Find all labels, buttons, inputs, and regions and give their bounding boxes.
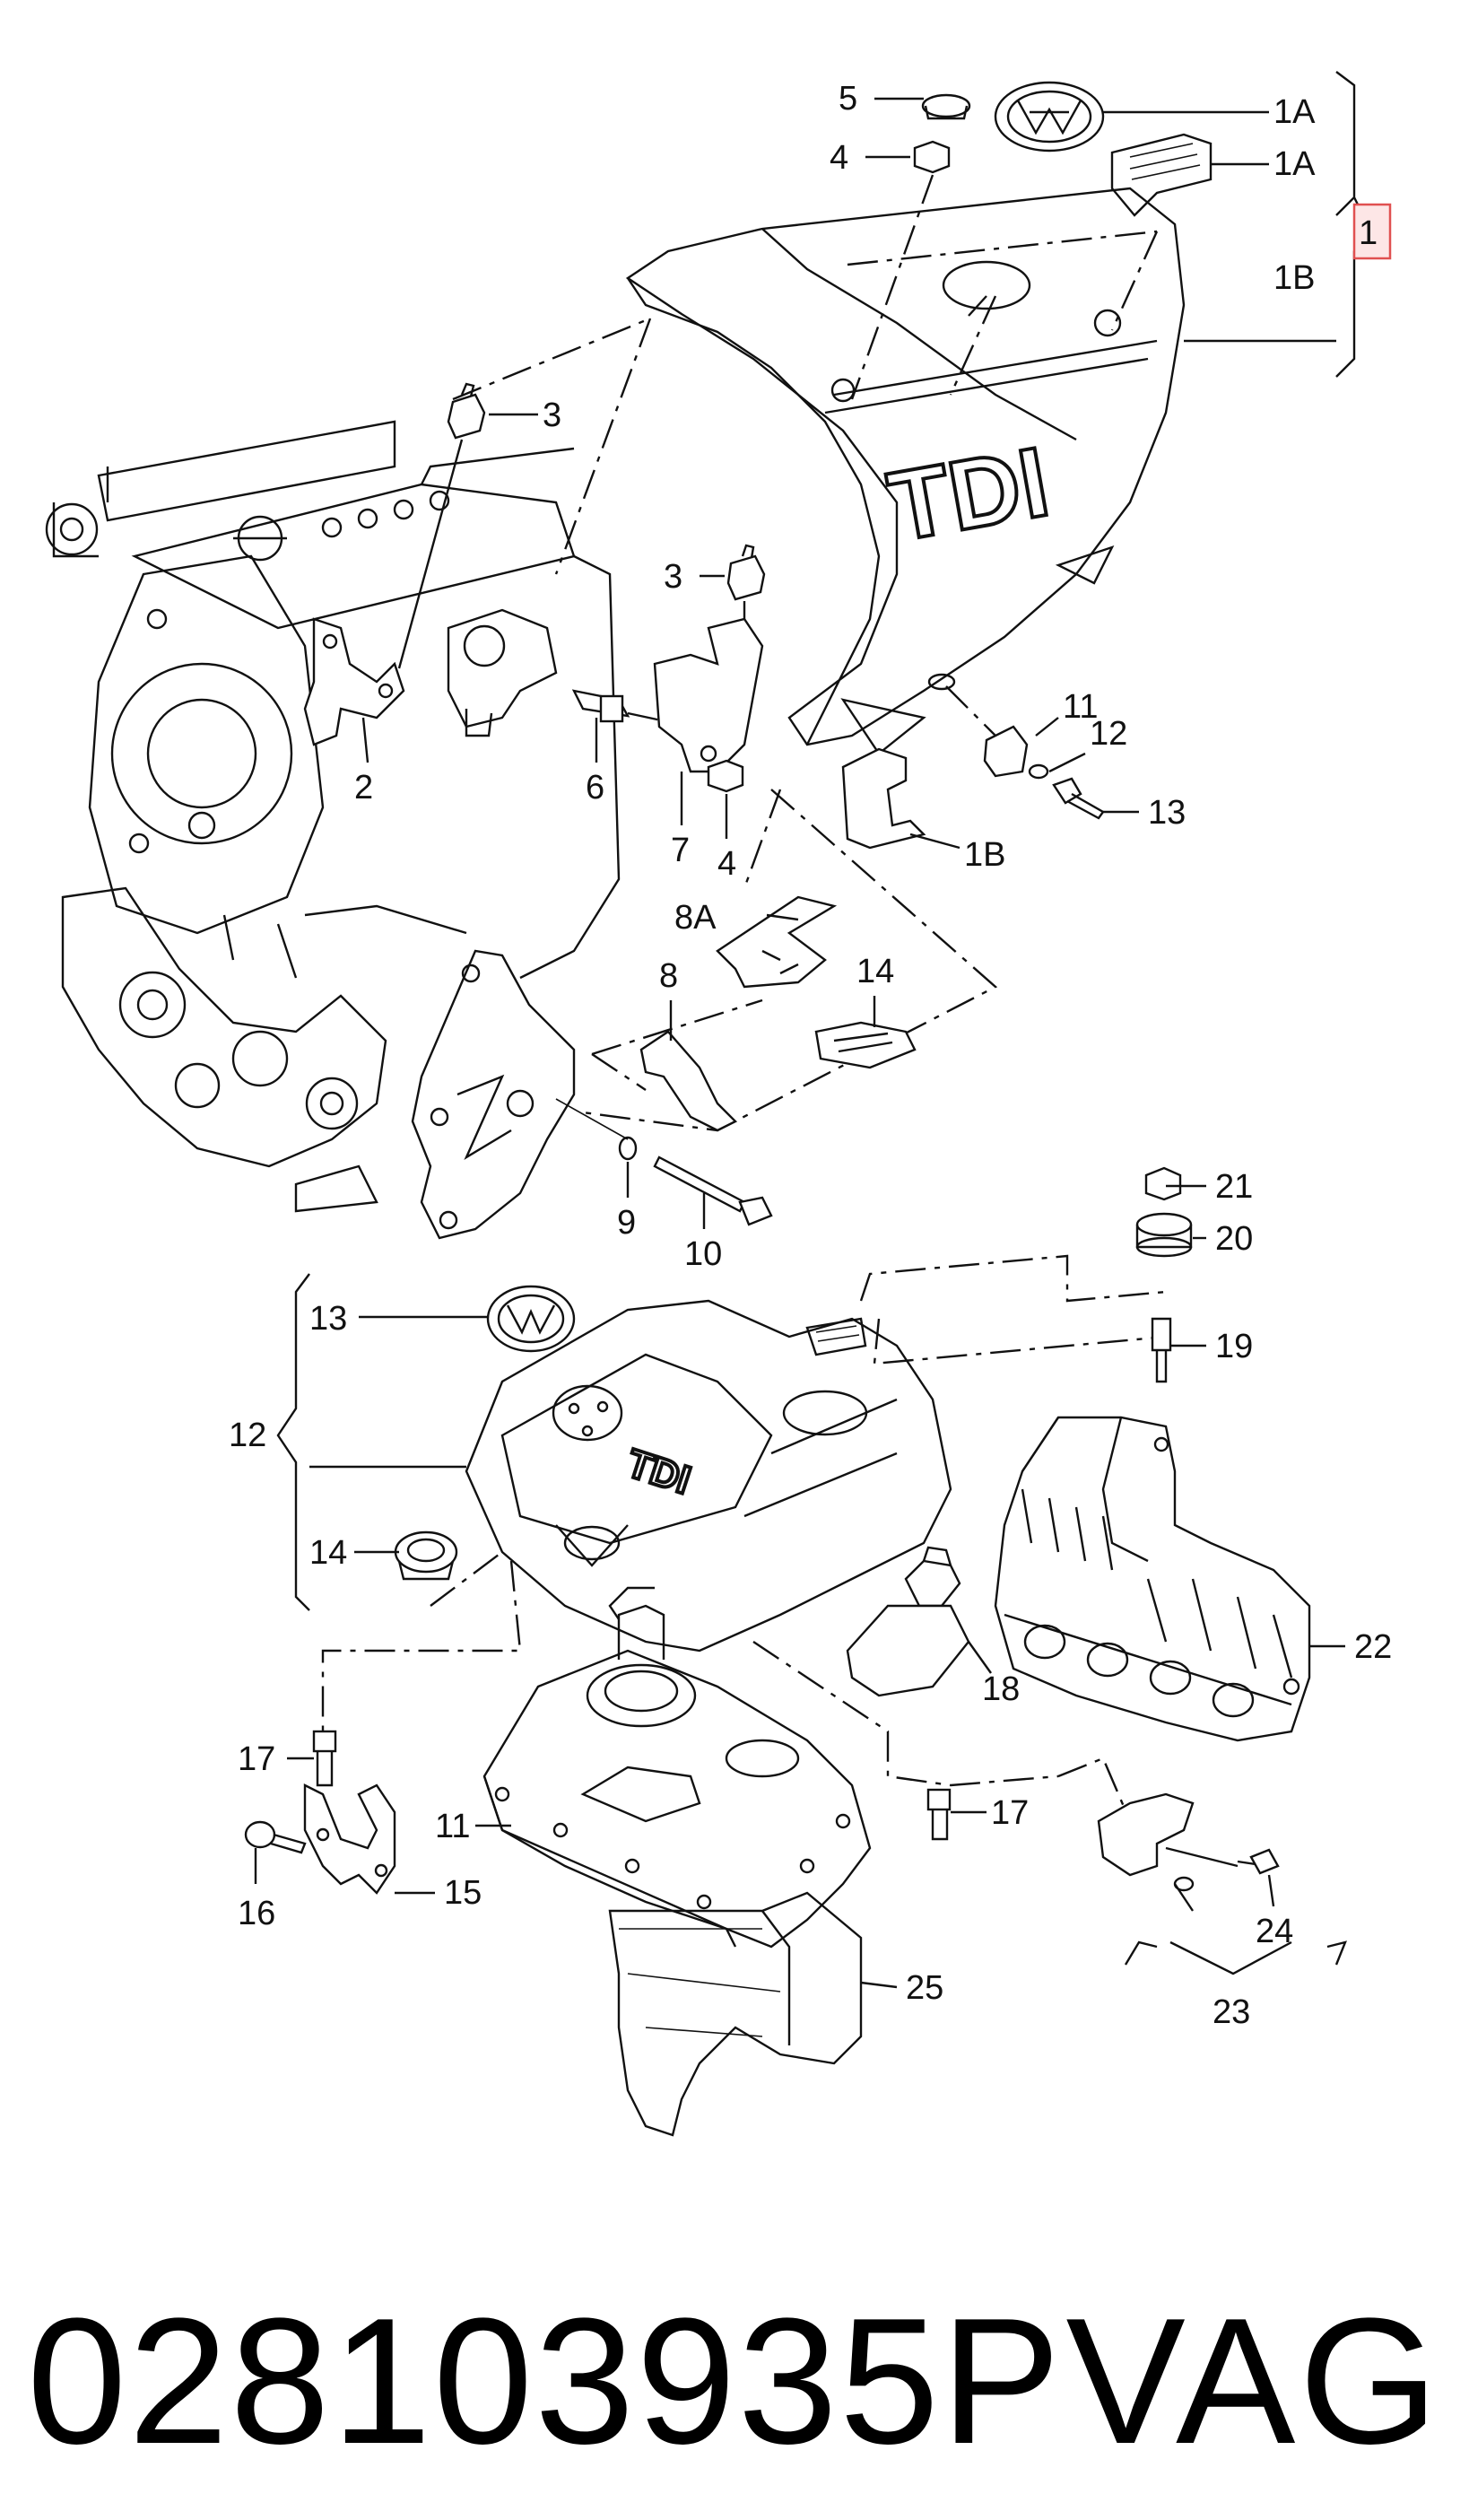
clip-1b: [841, 747, 926, 850]
upper-engine-cover: TDI: [625, 187, 1186, 755]
callout-17-left: 17: [238, 1740, 275, 1778]
upper-leader-lines: [361, 97, 1269, 1229]
bolt-13-top: [1052, 777, 1105, 820]
bracket-8a: [716, 895, 838, 989]
engine-block-illustration: [45, 420, 621, 1213]
bolt-17-left: [312, 1730, 337, 1787]
callout-15: 15: [444, 1874, 482, 1912]
callout-4-mid: 4: [717, 845, 736, 883]
bolt-24: [1237, 1848, 1280, 1875]
callout-7: 7: [671, 832, 690, 869]
lower-engine-cover: TDI: [465, 1299, 952, 1652]
sensor-6: [571, 689, 630, 723]
callout-21: 21: [1215, 1168, 1253, 1206]
engine-block-section-25: [608, 1891, 863, 2137]
clips-14-top: [814, 1021, 917, 1069]
bracket-7: [653, 617, 764, 773]
callout-16: 16: [238, 1895, 275, 1932]
rubber-grommet-3-mid: [726, 544, 766, 601]
callout-1-highlight: [1352, 203, 1392, 260]
callout-labels: 5 1A 4 1A 1 1B 3 3 11 12 13 2 6 7 4 1B 8…: [229, 80, 1392, 2031]
washer-9: [618, 1136, 638, 1161]
callout-22: 22: [1354, 1628, 1392, 1666]
cylinder-head-cover-11: [482, 1586, 872, 1949]
part-number: 028103935P: [27, 2281, 1063, 2481]
callout-3-left: 3: [543, 397, 561, 434]
callout-8a: 8A: [674, 899, 717, 937]
stud-19: [1151, 1317, 1172, 1383]
callout-13-low: 13: [309, 1300, 347, 1338]
callout-20: 20: [1215, 1220, 1253, 1258]
callout-1a-mid: 1A: [1273, 145, 1316, 183]
callout-10: 10: [684, 1235, 722, 1273]
callout-18: 18: [982, 1670, 1020, 1708]
callout-3-mid: 3: [664, 558, 682, 596]
cap-5: [921, 93, 971, 120]
vw-emblem-lower: [486, 1285, 576, 1353]
grommet-11-top: [983, 725, 1029, 778]
callout-2: 2: [354, 769, 373, 807]
nut-4-mid: [707, 759, 744, 793]
callout-11-low: 11: [435, 1808, 470, 1845]
lower-leader-lines: [254, 1184, 1345, 1989]
callout-14-low: 14: [309, 1534, 347, 1572]
callout-24: 24: [1256, 1913, 1293, 1950]
brand-name: VAG: [1065, 2281, 1442, 2481]
rubber-mount-20: [1135, 1212, 1193, 1258]
callout-4-top: 4: [830, 139, 848, 177]
bracket-15: [303, 1783, 396, 1895]
callout-12-top: 12: [1090, 715, 1127, 753]
callout-12-low: 12: [229, 1417, 266, 1454]
vw-emblem-top: [994, 81, 1105, 153]
bolt-16: [244, 1820, 307, 1854]
callout-14-top: 14: [856, 953, 894, 990]
callout-25: 25: [906, 1969, 943, 2007]
callout-1a-top: 1A: [1273, 93, 1316, 131]
bracket-23-assembly: [1097, 1792, 1239, 1912]
nut-4-top: [913, 140, 951, 174]
callout-1: 1: [1359, 214, 1378, 252]
callout-19: 19: [1215, 1328, 1253, 1365]
oil-filler-cap-18: [846, 1546, 970, 1697]
bolt-17-right: [926, 1788, 952, 1841]
callout-23: 23: [1213, 1993, 1250, 2031]
intake-manifold-22: [994, 1416, 1311, 1742]
callout-9: 9: [617, 1204, 636, 1242]
callout-8: 8: [659, 957, 678, 995]
bolt-10: [653, 1155, 773, 1226]
exploded-parts-diagram: TDI: [45, 71, 1392, 2137]
tdi-badge-strip: [1110, 133, 1213, 217]
washer-12-top: [1028, 763, 1049, 780]
coolant-flange: [447, 608, 558, 737]
callout-1b-low: 1B: [964, 836, 1005, 874]
bracket-8: [639, 1030, 738, 1132]
callout-17-right: 17: [991, 1794, 1029, 1832]
footer: 028103935P VAG: [0, 2292, 1469, 2472]
rubber-grommet-3-left: [447, 382, 486, 440]
callout-1b-right: 1B: [1273, 259, 1315, 297]
nut-21: [1144, 1166, 1182, 1201]
grommet-14-lower: [394, 1530, 458, 1581]
callout-13-top: 13: [1148, 794, 1186, 832]
engine-mount-bracket: [411, 949, 576, 1240]
callout-11-top: 11: [1063, 688, 1098, 726]
callout-5: 5: [839, 80, 857, 118]
bracket-2: [303, 617, 405, 746]
callout-6: 6: [586, 769, 604, 807]
